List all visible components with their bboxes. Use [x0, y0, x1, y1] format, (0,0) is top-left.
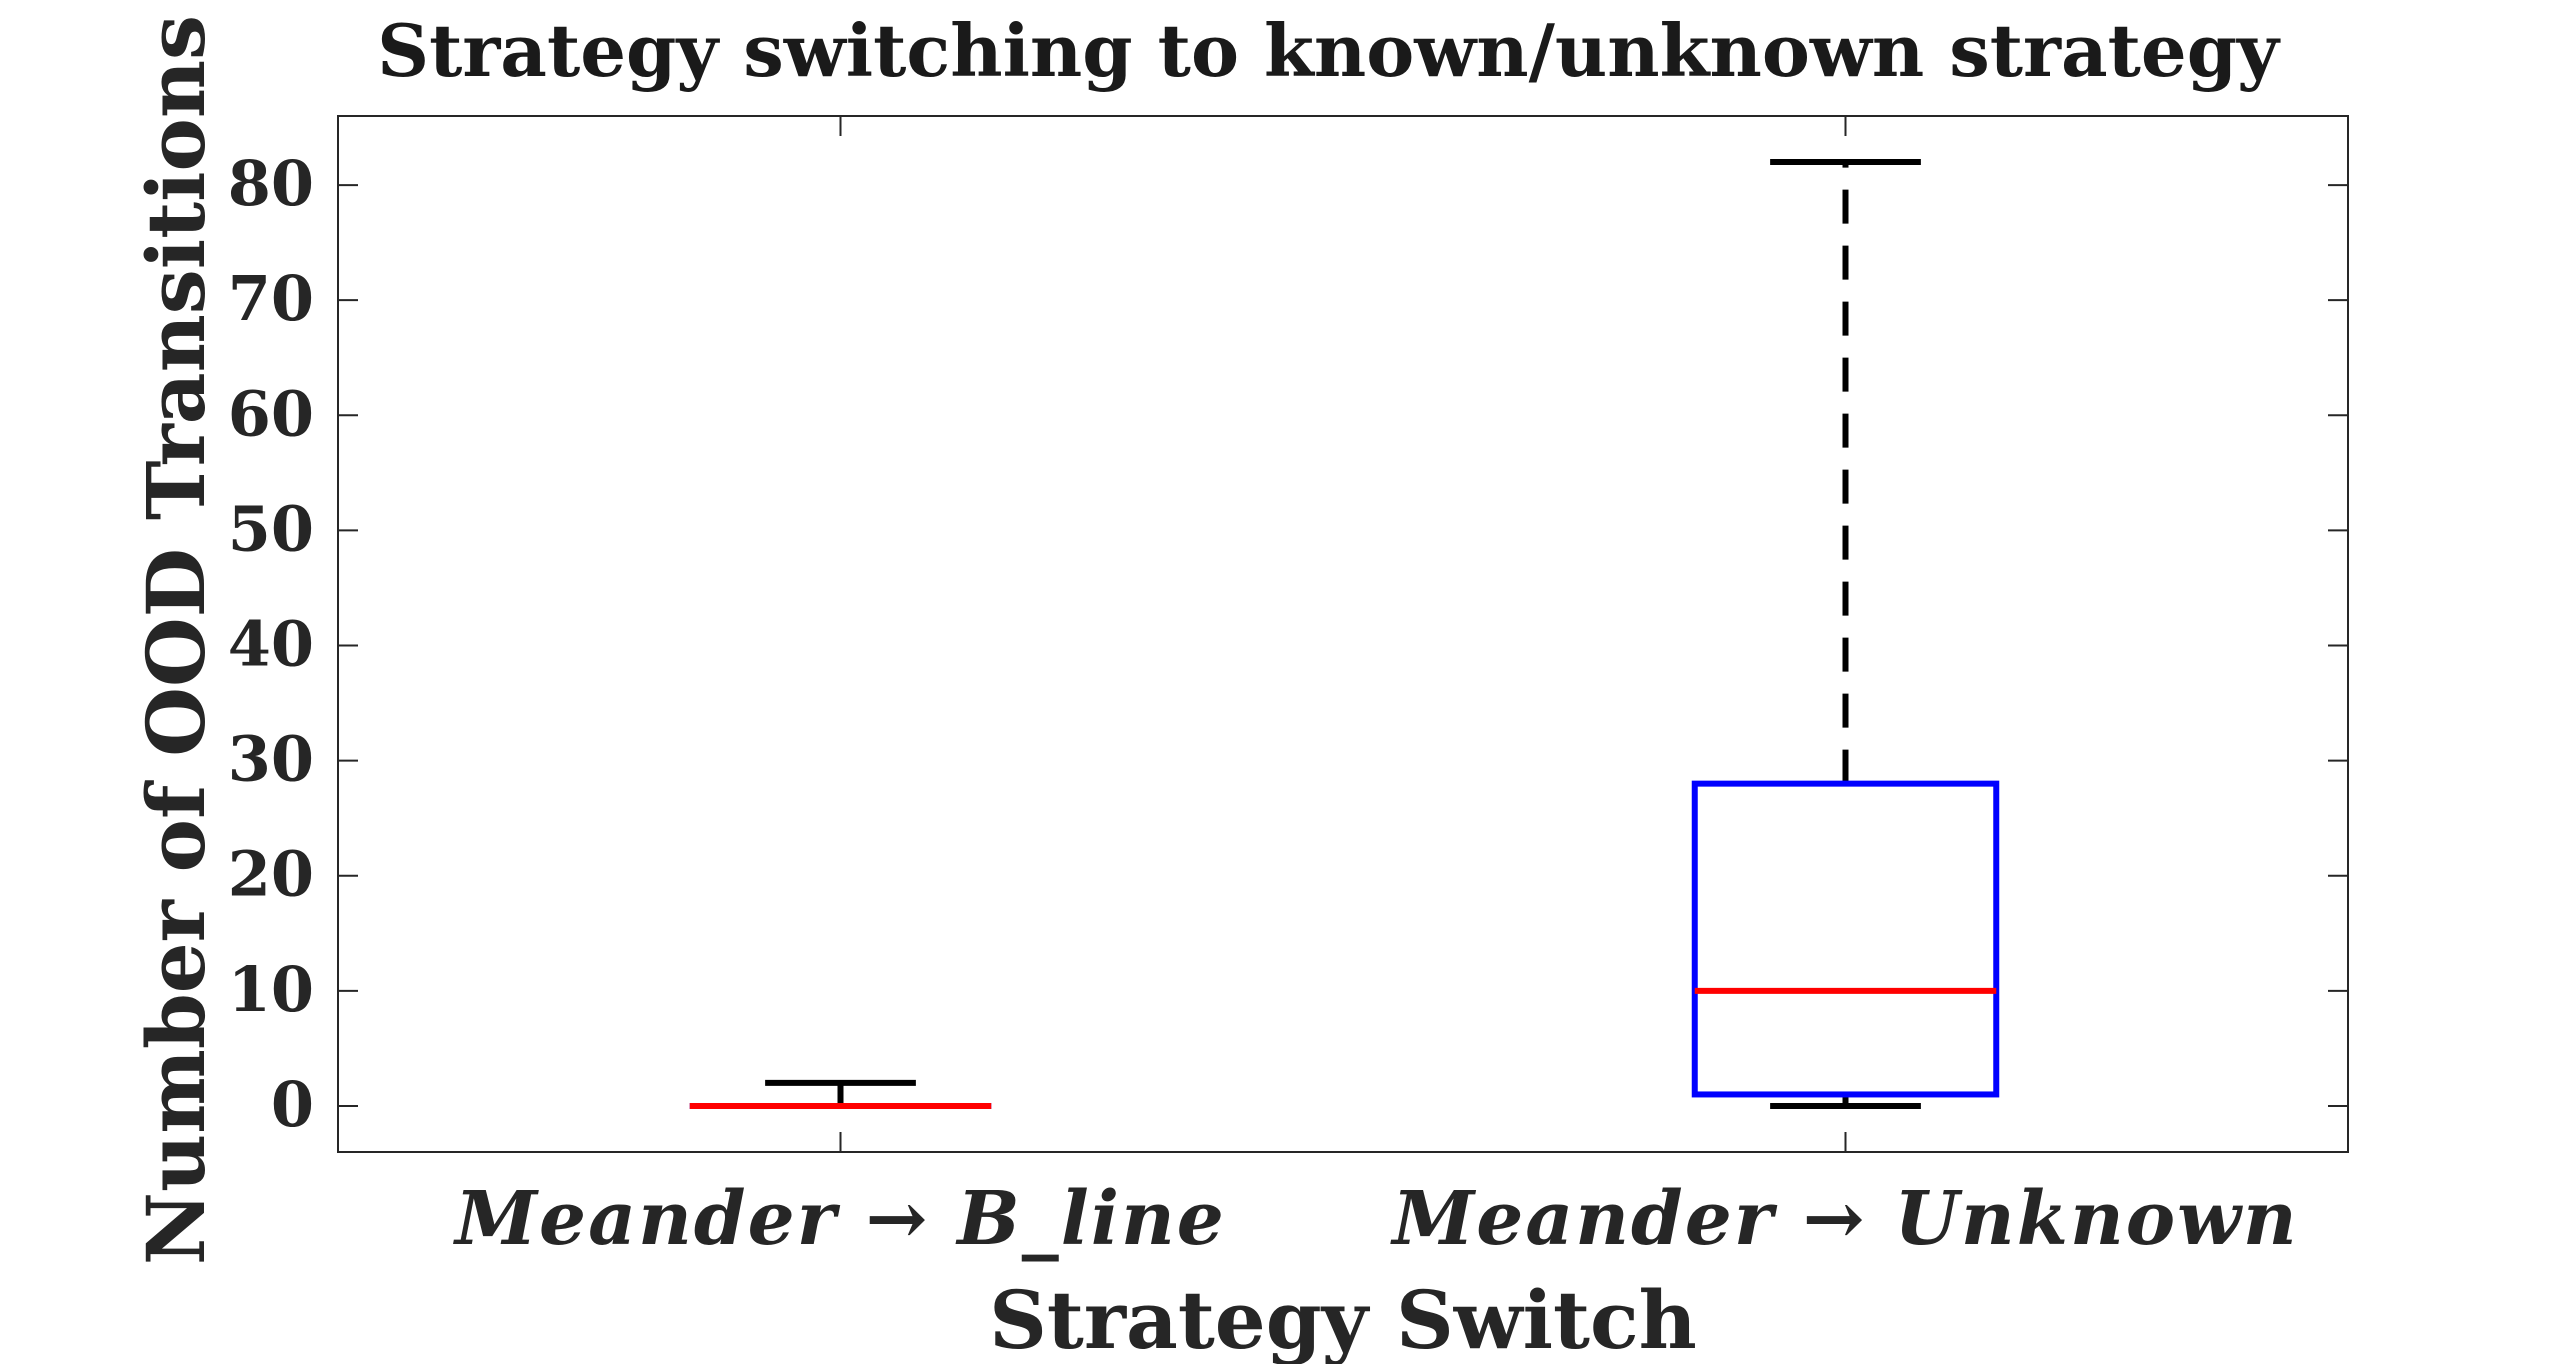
x-category-label: Meander → Unknown	[1389, 1176, 2298, 1262]
plot-area-frame	[337, 115, 2349, 1153]
y-axis-ticks: 0 10 20 30 40 50 60 70 80	[228, 147, 2348, 1141]
y-tick-label: 10	[228, 953, 314, 1026]
y-axis-label: Number of OOD Transitions	[129, 15, 223, 1265]
y-tick-label: 40	[228, 608, 314, 681]
y-tick-label: 70	[228, 262, 314, 335]
x-category-label: Meander → B_line	[452, 1176, 1226, 1262]
box-group	[1691, 159, 2000, 1109]
chart-title: Strategy switching to known/unknown stra…	[377, 8, 2281, 93]
x-axis-categories: Meander → B_line Meander → Unknown	[452, 116, 2298, 1262]
y-tick-label: 50	[228, 492, 314, 565]
y-tick-label: 20	[228, 838, 314, 911]
y-tick-label: 60	[228, 377, 314, 450]
x-axis-label: Strategy Switch	[989, 1273, 1697, 1364]
box-series	[689, 159, 2000, 1109]
box-iqr	[1691, 780, 2000, 1098]
box-group	[689, 1079, 992, 1109]
y-tick-label: 30	[228, 723, 314, 796]
y-tick-label: 80	[228, 147, 314, 220]
y-tick-label: 0	[271, 1068, 314, 1141]
